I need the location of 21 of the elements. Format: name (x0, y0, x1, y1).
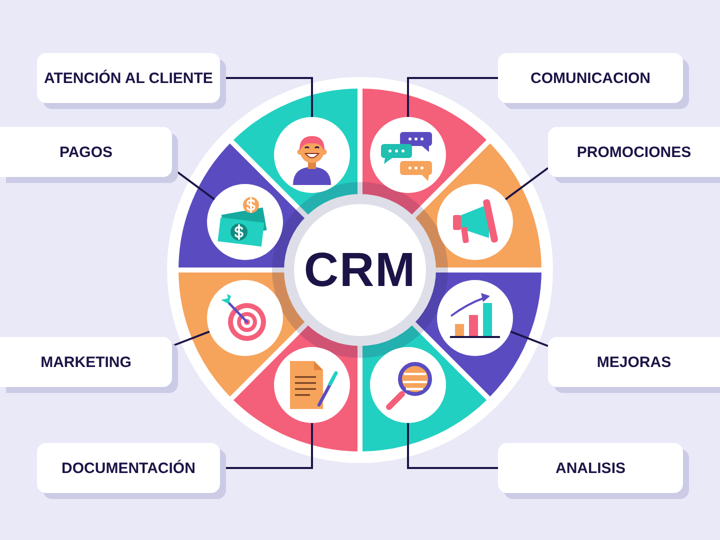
label-card: MARKETING (0, 337, 172, 387)
person-icon (274, 117, 350, 193)
label-card: COMUNICACION (498, 53, 683, 103)
magnifier-icon (370, 347, 446, 423)
label-card: ANALISIS (498, 443, 683, 493)
label-card: MEJORAS (548, 337, 720, 387)
document-icon (274, 347, 350, 423)
label-card: PROMOCIONES (548, 127, 720, 177)
leader-line (510, 330, 548, 347)
money-icon (207, 184, 283, 260)
target-icon (207, 280, 283, 356)
leader-line (172, 330, 210, 347)
bar-chart-icon (437, 280, 513, 356)
leader-line (407, 77, 498, 117)
leader-line (504, 167, 549, 200)
megaphone-icon (437, 184, 513, 260)
label-card: ATENCIÓN AL CLIENTE (37, 53, 220, 103)
label-card: DOCUMENTACIÓN (37, 443, 220, 493)
label-card: PAGOS (0, 127, 172, 177)
leader-line (407, 423, 498, 469)
chat-bubbles-icon (370, 117, 446, 193)
